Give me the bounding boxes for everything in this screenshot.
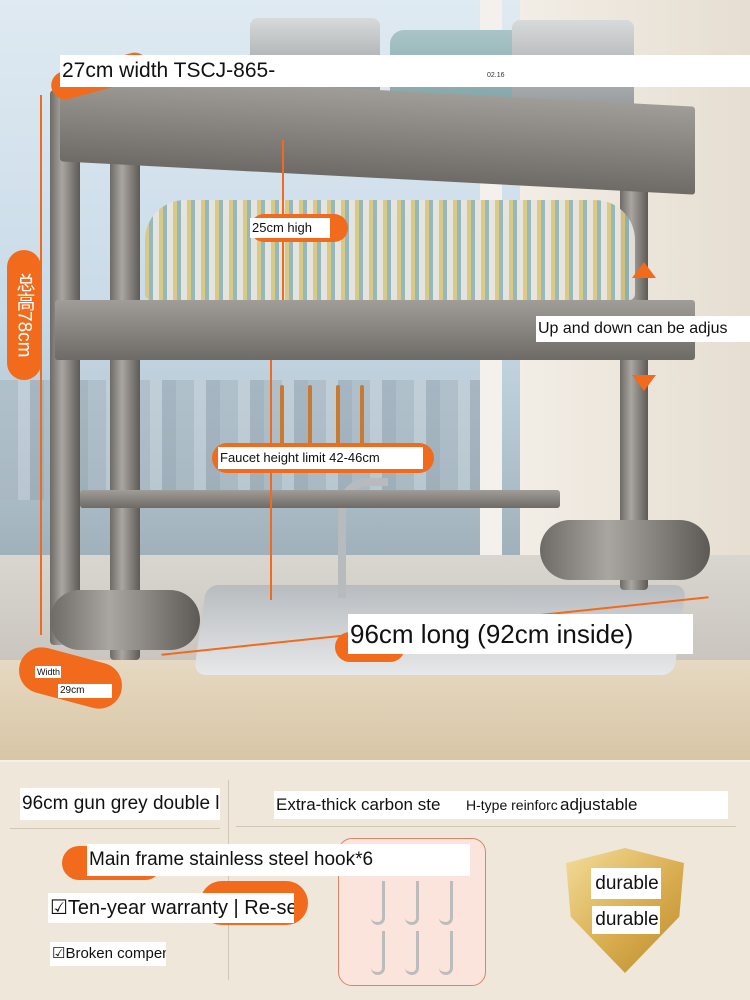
utensil bbox=[280, 385, 284, 445]
rack-post bbox=[50, 90, 80, 645]
reinforcement-feature: H-type reinforcement bbox=[464, 791, 560, 819]
rack-post bbox=[110, 130, 140, 660]
width-label: Width bbox=[35, 666, 61, 678]
utensil bbox=[336, 385, 340, 445]
faucet bbox=[338, 478, 388, 598]
durable-label: durable bbox=[591, 868, 661, 899]
cooker-display: 02.16 bbox=[487, 72, 505, 79]
hook-icon bbox=[439, 931, 453, 975]
length-label: 96cm long (92cm inside) bbox=[348, 614, 693, 654]
adjustable-label: Up and down can be adjus bbox=[536, 316, 750, 342]
utensil bbox=[360, 385, 364, 445]
hook-icon bbox=[405, 931, 419, 975]
hook-icon bbox=[371, 931, 385, 975]
material-feature: Extra-thick carbon ste bbox=[274, 791, 464, 819]
city-view bbox=[0, 380, 480, 500]
faucet-limit-label: Faucet height limit 42-46cm bbox=[218, 447, 423, 469]
total-height-badge: 总高78cm bbox=[7, 250, 41, 380]
width-value: 29cm bbox=[58, 684, 112, 698]
compensation-feature: ☑Broken compensation bbox=[50, 942, 166, 966]
arrow-down-icon bbox=[632, 375, 656, 391]
divider bbox=[228, 780, 229, 980]
product-name: 96cm gun grey double laye bbox=[20, 788, 220, 820]
rack-foot bbox=[50, 590, 200, 650]
divider bbox=[236, 826, 736, 827]
shelf-height-label: 25cm high bbox=[250, 218, 330, 238]
top-title: 27cm width TSCJ-865- bbox=[60, 55, 750, 87]
hook-icon bbox=[405, 881, 419, 925]
rack-foot bbox=[540, 520, 710, 580]
cabinet bbox=[0, 660, 750, 760]
hooks-feature: Main frame stainless steel hook*6 bbox=[87, 844, 470, 876]
hook-icon bbox=[439, 881, 453, 925]
utensil bbox=[308, 385, 312, 445]
adjustable-feature: adjustable bbox=[558, 791, 728, 819]
bottom-bar bbox=[80, 490, 560, 508]
plates bbox=[145, 200, 635, 300]
total-height-text: 总高78cm bbox=[13, 272, 35, 358]
warranty-feature: ☑Ten-year warranty | Re-send bbox=[48, 893, 294, 923]
hook-icon bbox=[371, 881, 385, 925]
height-arrow bbox=[40, 95, 42, 635]
arrow-up-icon bbox=[632, 262, 656, 278]
durable-label: durable bbox=[592, 906, 660, 934]
divider bbox=[10, 828, 220, 829]
faucet-arrow bbox=[270, 360, 272, 600]
